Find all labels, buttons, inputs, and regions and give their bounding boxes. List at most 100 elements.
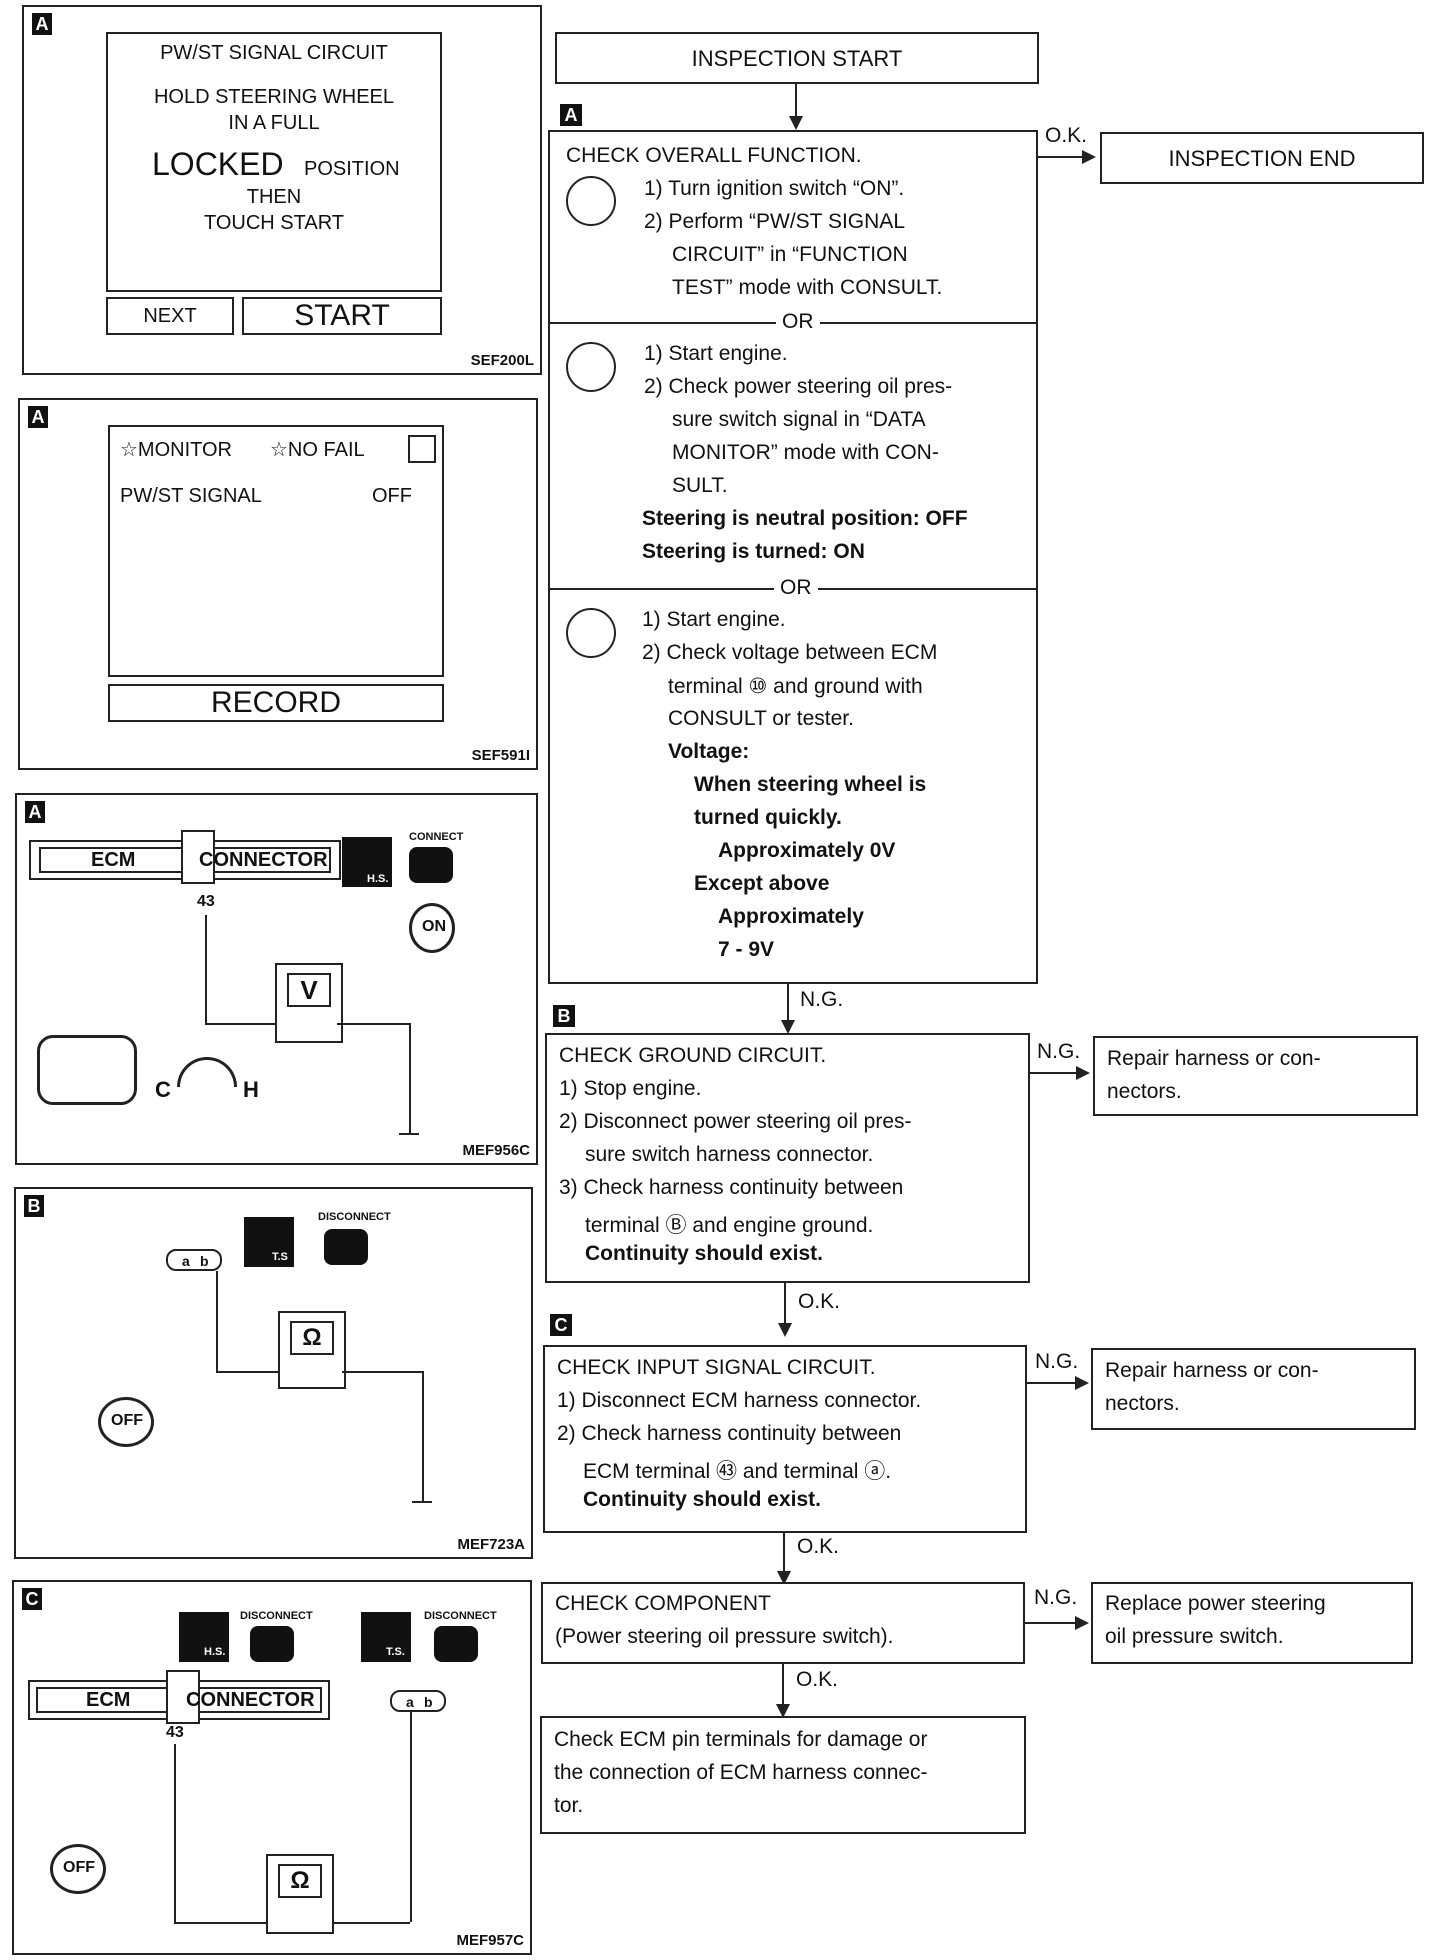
step-a-line: 2) Perform “PW/ST SIGNAL [644,210,905,233]
step-a-line: 2) Check voltage between ECM [642,641,938,664]
conn-b-label: b [200,1253,209,1269]
step-a-line: 1) Start engine. [644,342,788,365]
step-c-tag: C [550,1314,572,1336]
connect-label: CONNECT [409,831,464,843]
panel-tag: C [22,1588,42,1610]
probe-wire [216,1371,296,1373]
step-a-spec: Approximately [718,905,864,928]
step-a-line: SULT. [672,474,728,497]
flow-arrow [1082,150,1096,164]
off-label: OFF [111,1412,143,1429]
repair-line: nectors. [1107,1080,1182,1103]
step-a-line: MONITOR” mode with CON- [672,441,939,464]
no-fail-label: ☆NO FAIL [270,439,365,461]
ecm-label: ECM [86,1689,131,1711]
panel-tag: A [28,406,48,428]
ecm-connector: ECM CONNECTOR [28,1670,330,1724]
probe-wire [205,1023,295,1025]
flow-arrow [789,116,803,130]
probe-wire [410,1712,412,1922]
replace-line: oil pressure switch. [1105,1625,1284,1648]
step-a-box: CHECK OVERALL FUNCTION. 1) Turn ignition… [548,130,1038,984]
step-a-line: 1) Start engine. [642,608,786,631]
voltmeter: V [275,963,343,1043]
temp-gauge-icon [177,1057,237,1087]
figure-code: SEF591I [471,747,530,764]
ecm-label: ECM [91,849,136,871]
ok-label: O.K. [796,1668,839,1691]
disconnect-label: DISCONNECT [318,1211,391,1223]
probe-wire [174,1922,284,1924]
connector-label: CONNECTOR [199,849,328,871]
inspection-end-box: INSPECTION END [1100,132,1424,184]
flow-connector [1030,1072,1078,1074]
step-a-spec: When steering wheel is [694,773,927,796]
figure-code: MEF723A [457,1536,525,1553]
meter-display: V [287,973,331,1007]
or-label: OR [780,576,812,599]
h-label: H [243,1077,259,1102]
start-button[interactable]: START [242,297,442,335]
pwst-signal-value: OFF [372,485,412,507]
step-a-line: 1) Turn ignition switch “ON”. [644,177,905,200]
step-b-spec: Continuity should exist. [585,1242,824,1265]
step-a-spec: 7 - 9V [718,938,775,961]
ignition-key-icon: ON [409,903,455,953]
switch-connector: a b [390,1690,446,1712]
screen-then: THEN [246,186,302,208]
step-b-tag: B [553,1005,575,1027]
step-a-spec: turned quickly. [694,806,842,829]
step-c-line: 2) Check harness continuity between [557,1422,902,1445]
replace-line: Replace power steering [1105,1592,1326,1615]
figure-code: MEF957C [456,1932,524,1949]
probe-wire [174,1744,176,1922]
figure-code: SEF200L [470,352,534,369]
or-divider [818,588,1036,590]
probe-wire [205,915,207,1023]
consult-screen: ☆MONITOR ☆NO FAIL PW/ST SIGNAL OFF [108,425,444,677]
checkbox[interactable] [408,435,436,463]
pin-43-label: 43 [166,1724,184,1741]
ts-label: T.S. [386,1646,405,1658]
panel-c-input-check: C H.S. DISCONNECT T.S. DISCONNECT ECM CO… [12,1580,532,1955]
panel-b-ground-check: B T.S DISCONNECT a b Ω OFF MEF723A [14,1187,533,1559]
disconnector-icon-1 [250,1626,294,1662]
step-a-line: sure switch signal in “DATA [672,408,926,431]
ng-label: N.G. [1034,1586,1078,1609]
step-b-line: terminal Ⓑ and engine ground. [585,1214,874,1237]
flow-arrow [781,1020,795,1034]
next-button[interactable]: NEXT [106,297,234,335]
ng-label: N.G. [800,988,844,1011]
switch-connector: a b [166,1249,222,1271]
record-button[interactable]: RECORD [108,684,444,722]
ground-wire [337,1023,409,1025]
step-b-line: 3) Check harness continuity between [559,1176,904,1199]
screen-touch: TOUCH START [203,212,344,234]
step-a-tag: A [560,104,582,126]
disconnect-label-1: DISCONNECT [240,1610,313,1622]
repair-line: Repair harness or con- [1107,1047,1321,1070]
step-b-line: 1) Stop engine. [559,1077,702,1100]
panel-a-function-test: A PW/ST SIGNAL CIRCUIT HOLD STEERING WHE… [22,5,542,375]
step-c-box: CHECK INPUT SIGNAL CIRCUIT. 1) Disconnec… [543,1345,1027,1533]
consult-icon [566,176,616,226]
flow-connector [1025,1622,1077,1624]
flow-connector [782,1664,784,1706]
step-c-spec: Continuity should exist. [583,1488,822,1511]
conn-b-label: b [424,1694,433,1710]
flow-arrow [1075,1376,1089,1390]
probe-wire [216,1271,218,1371]
tester-icon [566,608,616,658]
flow-connector [1038,156,1084,158]
step-b-title: CHECK GROUND CIRCUIT. [559,1044,827,1067]
panel-a-voltage-check: A ECM CONNECTOR H.S. CONNECT ON 43 V C H… [15,793,538,1165]
consult-icon [566,342,616,392]
step-d-box: CHECK COMPONENT (Power steering oil pres… [541,1582,1025,1664]
screen-title: PW/ST SIGNAL CIRCUIT [160,42,388,64]
figure-code: MEF956C [462,1142,530,1159]
step-d-title: CHECK COMPONENT [555,1592,771,1615]
step-a-line: CONSULT or tester. [668,707,854,730]
screen-locked: LOCKED [152,146,284,182]
ground-wire [342,1371,422,1373]
flow-arrow [777,1571,791,1585]
